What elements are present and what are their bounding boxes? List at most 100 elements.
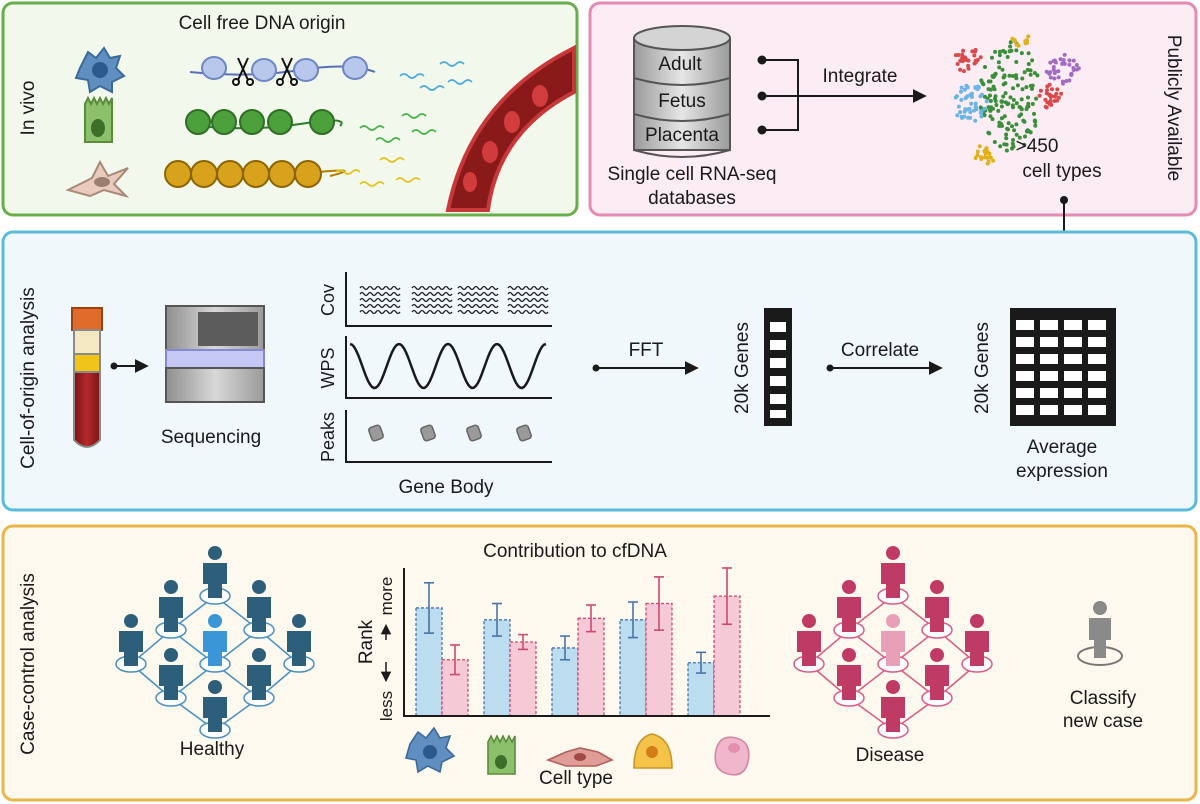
cluster-point	[1048, 60, 1053, 65]
scissors-icon	[232, 57, 298, 86]
cluster-point	[1030, 102, 1035, 106]
chart-y-less: less	[377, 691, 396, 721]
cluster-point	[983, 65, 987, 69]
cluster-point	[1030, 83, 1035, 88]
cluster-point	[958, 67, 963, 72]
cluster-point	[973, 49, 977, 54]
coverage-read	[359, 291, 401, 297]
cluster-point	[1014, 132, 1019, 137]
cluster-point	[1061, 58, 1066, 63]
coverage-read	[507, 297, 549, 303]
cluster-point	[984, 146, 989, 151]
cluster-point	[986, 79, 991, 84]
cluster-point	[992, 87, 997, 92]
cluster-point	[1014, 60, 1019, 64]
cluster-point	[1005, 126, 1010, 131]
panel-public: Publicly Available Adult Fetus Placenta …	[588, 1, 1198, 217]
cluster-point	[979, 114, 984, 119]
person-icon	[837, 597, 861, 632]
cluster-point	[1056, 75, 1061, 80]
cluster-point	[987, 131, 992, 136]
correlate-label: Correlate	[841, 340, 919, 361]
cluster-point	[997, 53, 1002, 58]
cluster-point	[1004, 148, 1009, 153]
fft-label: FFT	[629, 340, 664, 361]
track-label-wps: WPS	[318, 347, 338, 388]
invivo-title: Cell free DNA origin	[179, 13, 346, 34]
cluster-point	[962, 87, 967, 92]
person-head	[970, 614, 984, 628]
analysis-side-label: Cell-of-origin analysis	[18, 287, 39, 469]
coverage-read	[457, 297, 499, 303]
matrix-cell	[1064, 320, 1082, 330]
cluster-point	[999, 116, 1004, 121]
cluster-point	[1003, 50, 1008, 55]
coverage-read	[411, 303, 453, 309]
panel-analysis: Cell-of-origin analysis Sequencing Cov	[1, 230, 1198, 512]
matrix-cell	[1016, 320, 1034, 330]
cluster-point	[959, 89, 963, 94]
cluster-point	[979, 157, 984, 161]
matrix-cell	[1040, 405, 1058, 415]
cluster-point	[1004, 136, 1009, 141]
cluster-point	[1020, 76, 1025, 81]
person-head	[886, 546, 900, 560]
cluster-point	[993, 49, 998, 54]
cluster-point	[1015, 83, 1020, 88]
cluster-point	[1054, 91, 1059, 96]
matrix-cell	[1064, 388, 1082, 398]
coverage-read	[359, 297, 401, 303]
matrix-cell	[1016, 354, 1034, 364]
cluster-point	[973, 85, 978, 90]
coverage-read	[507, 309, 549, 315]
cluster-point	[1025, 67, 1030, 72]
cluster-point	[1052, 76, 1057, 81]
person-head	[164, 580, 178, 594]
cluster-point	[977, 144, 982, 149]
cluster-point	[997, 49, 1002, 54]
matrix-cell	[1040, 388, 1058, 398]
cluster-point	[1010, 36, 1015, 41]
coverage-read	[359, 309, 401, 315]
coverage-read	[457, 285, 499, 291]
cluster-point	[955, 113, 960, 118]
cluster-point	[1026, 34, 1031, 39]
matrix-cell	[1088, 354, 1106, 364]
cell-type-cluster-plot	[953, 34, 1081, 166]
chart-ylabel: Rank	[356, 619, 377, 664]
cluster-point	[990, 117, 995, 122]
cluster-point	[1026, 62, 1031, 66]
cluster-point	[1059, 91, 1064, 96]
person-icon	[247, 597, 271, 632]
sequencing-label: Sequencing	[161, 427, 261, 448]
cluster-point	[994, 103, 999, 107]
cluster-point	[956, 104, 961, 109]
coverage-read	[507, 303, 549, 309]
cluster-point	[1014, 122, 1019, 127]
cluster-point	[1020, 87, 1025, 92]
matrix-cell	[1064, 405, 1082, 415]
cluster-point	[1028, 72, 1033, 77]
cluster-point	[1011, 138, 1015, 142]
cluster-point	[961, 55, 966, 60]
cluster-point	[1050, 87, 1054, 92]
cluster-point	[1026, 101, 1031, 106]
casecontrol-side-label: Case-control analysis	[18, 573, 39, 755]
disease-label: Disease	[856, 745, 925, 766]
cluster-point	[1062, 61, 1067, 66]
matrix-cell	[1016, 371, 1034, 381]
cluster-point	[1008, 40, 1013, 45]
cluster-point	[1067, 78, 1072, 83]
cluster-point	[959, 114, 964, 119]
cluster-point	[1060, 79, 1065, 84]
healthy-network	[115, 546, 315, 739]
cluster-point	[982, 106, 987, 111]
cluster-point	[1003, 100, 1008, 105]
cluster-point	[1058, 57, 1063, 62]
cluster-point	[1032, 71, 1037, 75]
cluster-point	[958, 110, 963, 115]
cluster-point	[1001, 94, 1006, 99]
avg-expr-line2: expression	[1016, 461, 1108, 482]
cluster-point	[1030, 86, 1034, 91]
fft-arrow	[592, 361, 699, 375]
